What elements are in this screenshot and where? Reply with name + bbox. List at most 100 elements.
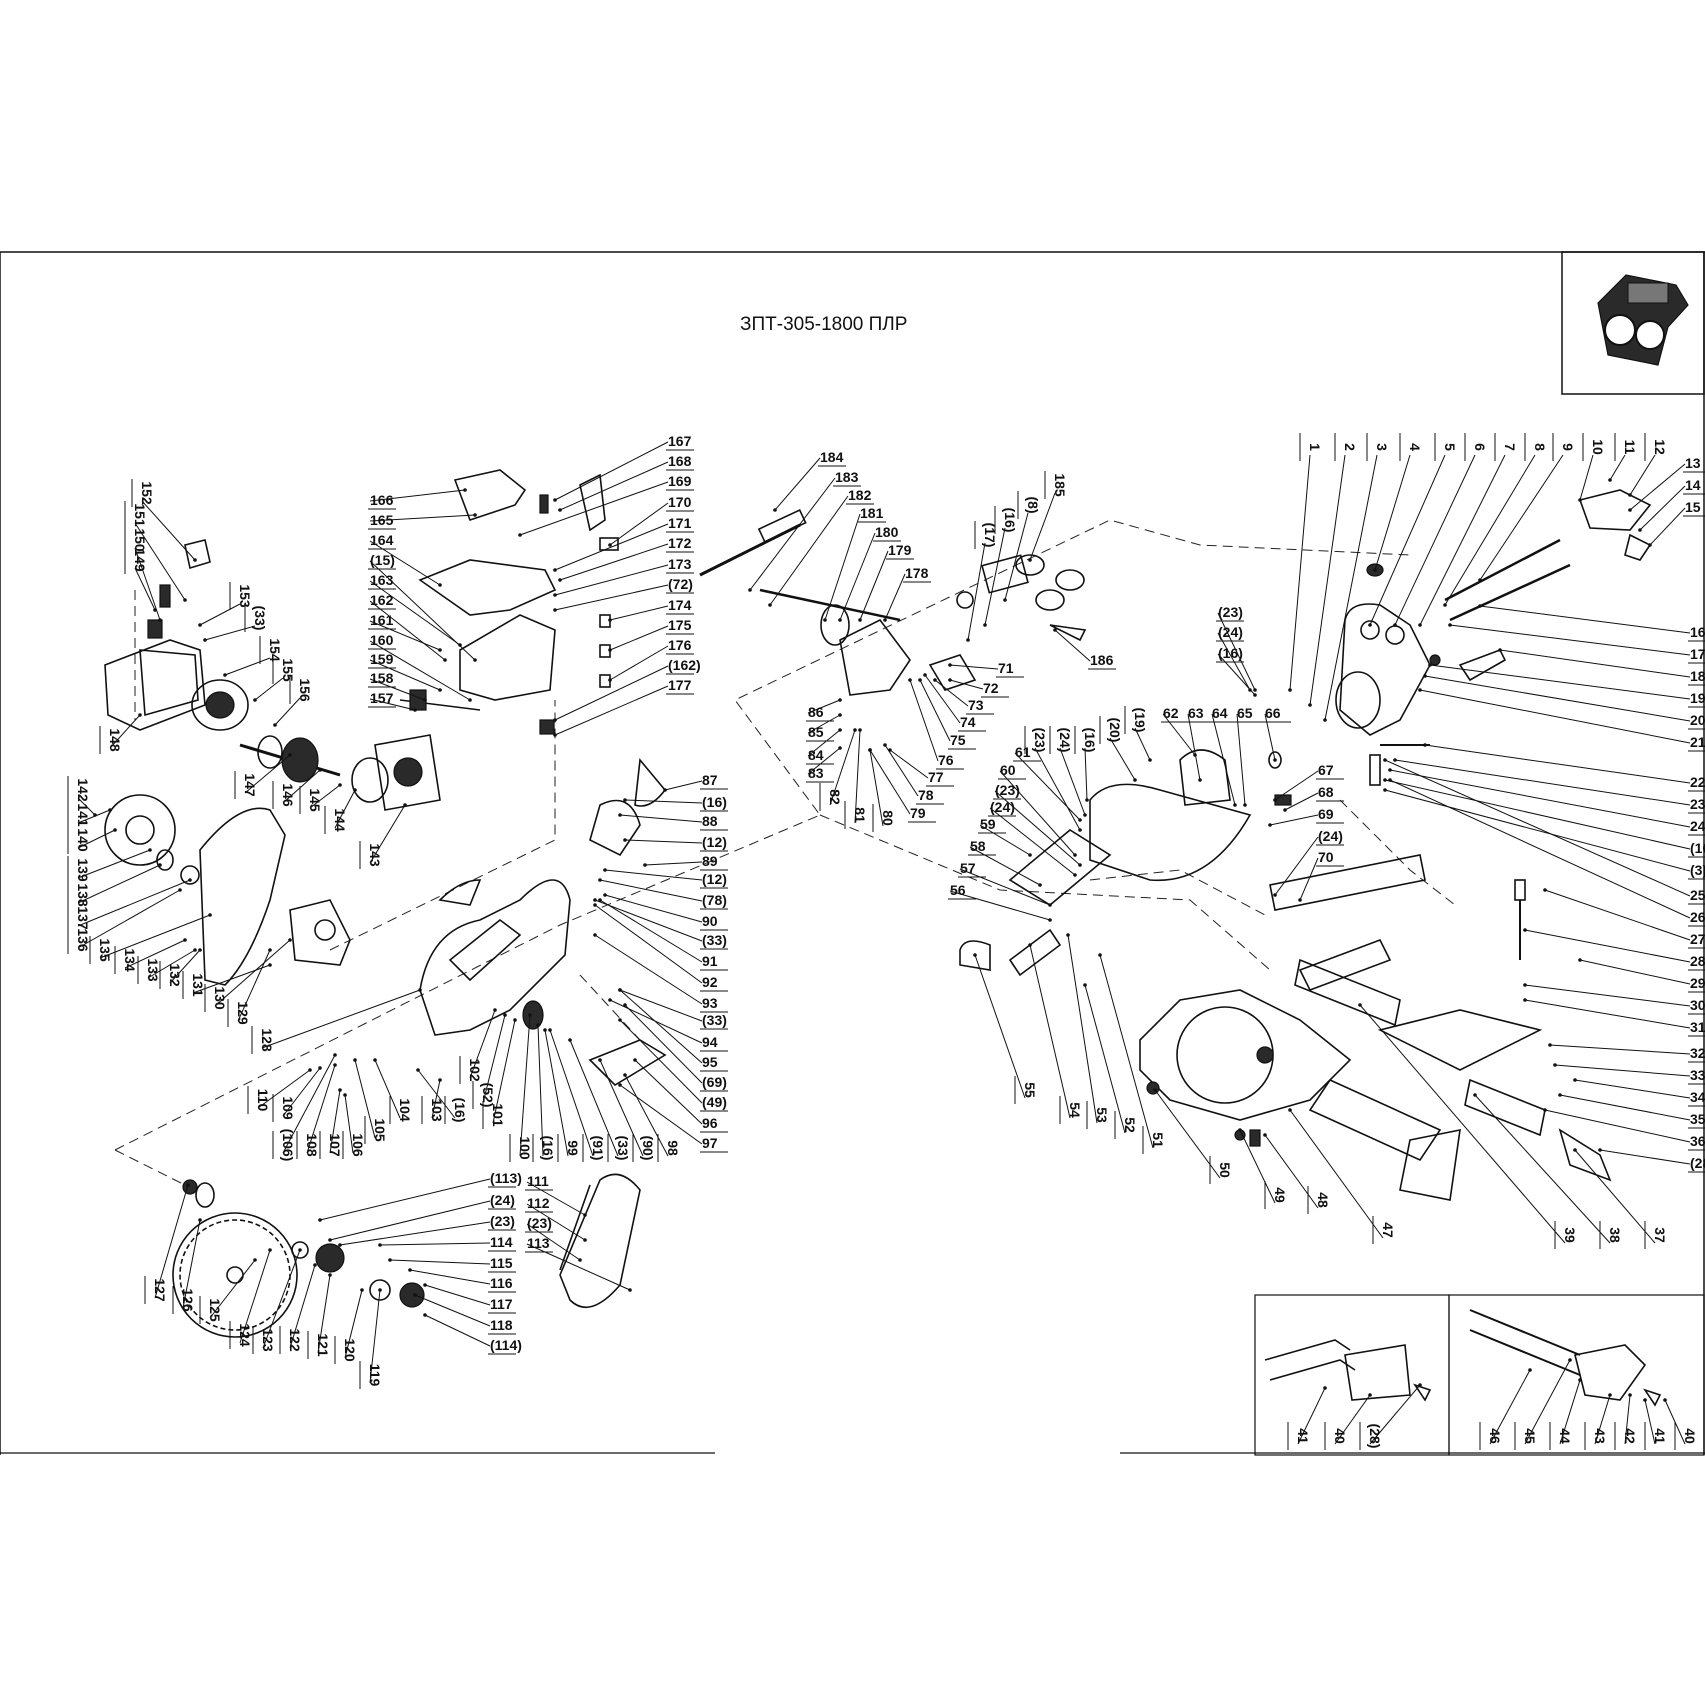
- part-number-label: 93: [702, 995, 718, 1011]
- leader-line: [431, 1079, 441, 1119]
- leader-dot: [473, 658, 477, 662]
- part-number-label: 26: [1690, 909, 1705, 925]
- part-number-label: 150: [132, 528, 148, 552]
- part-number-label: 186: [1090, 652, 1114, 668]
- leader-line: [369, 489, 466, 502]
- leader-line: [134, 547, 161, 621]
- leader-dot: [458, 643, 462, 647]
- part-number-label: 34: [1690, 1089, 1705, 1105]
- leader-line: [624, 1074, 669, 1157]
- leader-dot: [273, 723, 277, 727]
- leader-line: [1629, 454, 1656, 496]
- part-number-label: 51: [1150, 1132, 1166, 1148]
- leader-line: [334, 789, 356, 829]
- leader-dot: [1323, 1386, 1327, 1390]
- part-number-label: 48: [1315, 1192, 1331, 1208]
- leader-line: [1187, 713, 1201, 781]
- leader-dot: [1066, 933, 1070, 937]
- leader-dot: [1078, 863, 1082, 867]
- leader-dot: [1153, 1088, 1157, 1092]
- leader-dot: [1643, 1398, 1647, 1402]
- part-number-label: 184: [820, 449, 844, 465]
- leader-dot: [1053, 628, 1057, 632]
- leader-line: [424, 1284, 491, 1306]
- part-number-label: 110: [255, 1089, 271, 1112]
- part-number-label: 136: [75, 928, 91, 952]
- leader-dot: [1573, 1148, 1577, 1152]
- part-number-label: 178: [905, 565, 929, 581]
- leader-line: [154, 1184, 189, 1299]
- leader-line: [1394, 454, 1476, 626]
- leader-dot: [568, 1038, 572, 1042]
- leader-line: [924, 674, 961, 724]
- leader-dot: [338, 783, 342, 787]
- leader-line: [599, 879, 703, 902]
- leader-line: [77, 797, 96, 816]
- leader-dot: [598, 898, 602, 902]
- leader-dot: [608, 648, 612, 652]
- leader-line: [1034, 747, 1081, 831]
- leader-dot: [1558, 1093, 1562, 1097]
- leader-dot: [1418, 688, 1422, 692]
- leader-dot: [608, 998, 612, 1002]
- leader-line: [289, 1264, 316, 1349]
- leader-dot: [608, 618, 612, 622]
- leader-line: [909, 679, 939, 762]
- leader-dot: [1573, 1078, 1577, 1082]
- leader-line: [624, 839, 703, 844]
- part-number-label: 57: [960, 860, 976, 876]
- leader-dot: [333, 1063, 337, 1067]
- leader-line: [1369, 454, 1446, 626]
- leader-dot: [558, 578, 562, 582]
- part-number-label: 169: [668, 473, 692, 489]
- part-number-label: 11: [1622, 440, 1638, 455]
- leader-dot: [908, 678, 912, 682]
- part-number-label: 81: [852, 807, 868, 823]
- part-number-label: (16): [452, 1098, 468, 1123]
- leader-line: [594, 899, 703, 942]
- leader-dot: [1383, 758, 1387, 762]
- leader-dot: [158, 863, 162, 867]
- part-number-label: 5: [1442, 443, 1458, 451]
- leader-line: [389, 1259, 491, 1265]
- leader-dot: [1148, 758, 1152, 762]
- leader-line: [369, 540, 441, 586]
- part-number-label: (33): [615, 1136, 631, 1161]
- part-number-label: (19): [1132, 708, 1148, 733]
- leader-line: [884, 573, 906, 621]
- leader-line: [859, 550, 889, 621]
- part-number-label: (28): [1367, 1424, 1383, 1449]
- leader-line: [1389, 779, 1691, 919]
- part-number-label: 50: [1217, 1162, 1233, 1178]
- leader-dot: [966, 638, 970, 642]
- leader-dot: [768, 603, 772, 607]
- part-number-label: 154: [267, 638, 283, 662]
- leader-dot: [1663, 1398, 1667, 1402]
- leader-dot: [883, 618, 887, 622]
- leader-line: [369, 514, 476, 522]
- leader-line: [244, 754, 291, 794]
- leader-dot: [253, 1258, 257, 1262]
- part-number-label: (16): [540, 1136, 556, 1161]
- part-number-label: 95: [702, 1054, 718, 1070]
- leader-line: [109, 714, 141, 749]
- leader-line: [999, 770, 1076, 856]
- leader-line: [949, 664, 999, 670]
- leader-line: [554, 665, 669, 721]
- part-number-label: 103: [429, 1098, 445, 1122]
- part-number-label: (12): [702, 834, 727, 850]
- leader-dot: [643, 863, 647, 867]
- part-number-label: 173: [668, 556, 692, 572]
- leader-line: [274, 697, 301, 726]
- leader-line: [344, 1094, 354, 1154]
- part-number-label: 39: [1562, 1227, 1578, 1243]
- leader-line: [1474, 1094, 1611, 1244]
- leader-line: [1217, 653, 1256, 696]
- leader-line: [1359, 1004, 1566, 1244]
- leader-line: [1609, 454, 1626, 481]
- leader-dot: [493, 1008, 497, 1012]
- leader-dot: [188, 878, 192, 882]
- part-number-label: 53: [1094, 1107, 1110, 1123]
- leader-dot: [558, 508, 562, 512]
- leader-line: [979, 824, 1031, 856]
